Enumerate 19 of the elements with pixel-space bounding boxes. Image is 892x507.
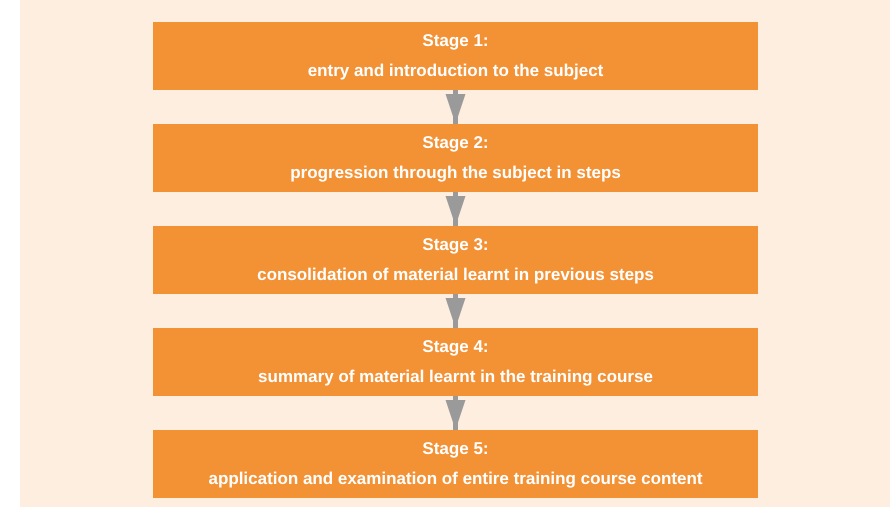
stage-description: consolidation of material learnt in previous steps [257, 264, 654, 286]
stage-heading: Stage 3: [422, 234, 489, 256]
stage-box [153, 22, 758, 90]
stage-box [153, 430, 758, 498]
stage-heading: Stage 2: [422, 132, 489, 154]
arrow [446, 294, 466, 328]
stage-heading: Stage 5: [422, 438, 489, 460]
stage-description: summary of material learnt in the training course [258, 366, 653, 388]
stage-heading: Stage 4: [422, 336, 489, 358]
stage-box [153, 226, 758, 294]
stage-box [153, 124, 758, 192]
stage-heading: Stage 1: [422, 30, 489, 52]
arrow [446, 192, 466, 226]
arrow [446, 396, 466, 430]
stage-description: application and examination of entire training course content [208, 468, 702, 490]
arrow [446, 90, 466, 124]
stage-box [153, 328, 758, 396]
stage-description: progression through the subject in steps [290, 162, 621, 184]
stage-description: entry and introduction to the subject [308, 60, 604, 82]
